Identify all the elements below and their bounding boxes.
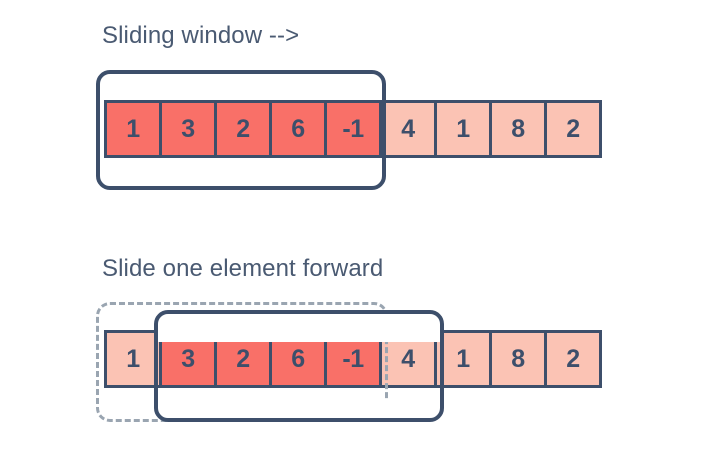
window-interior-top-initial <box>100 74 382 100</box>
array-cell: 3 <box>159 100 217 158</box>
array-cell: 3 <box>159 330 217 388</box>
array-cell: 2 <box>544 330 602 388</box>
array-cell: 2 <box>544 100 602 158</box>
array-cell: 6 <box>269 100 327 158</box>
array-cell: 8 <box>489 330 547 388</box>
array-cell: 8 <box>489 100 547 158</box>
array-cell: 2 <box>214 330 272 388</box>
array-cell: 4 <box>379 100 437 158</box>
array-cell: -1 <box>324 100 382 158</box>
array-cell: 1 <box>104 100 162 158</box>
array-cell: 1 <box>434 330 492 388</box>
array-cell: -1 <box>324 330 382 388</box>
array-cell: 4 <box>379 330 437 388</box>
array-cell: 1 <box>104 330 162 388</box>
array-cell: 1 <box>434 100 492 158</box>
array-cell: 2 <box>214 100 272 158</box>
array-cell: 6 <box>269 330 327 388</box>
window-interior-bottom-initial <box>100 158 382 186</box>
panel-title-initial: Sliding window --> <box>102 22 300 49</box>
panel-title-shifted: Slide one element forward <box>102 255 384 282</box>
